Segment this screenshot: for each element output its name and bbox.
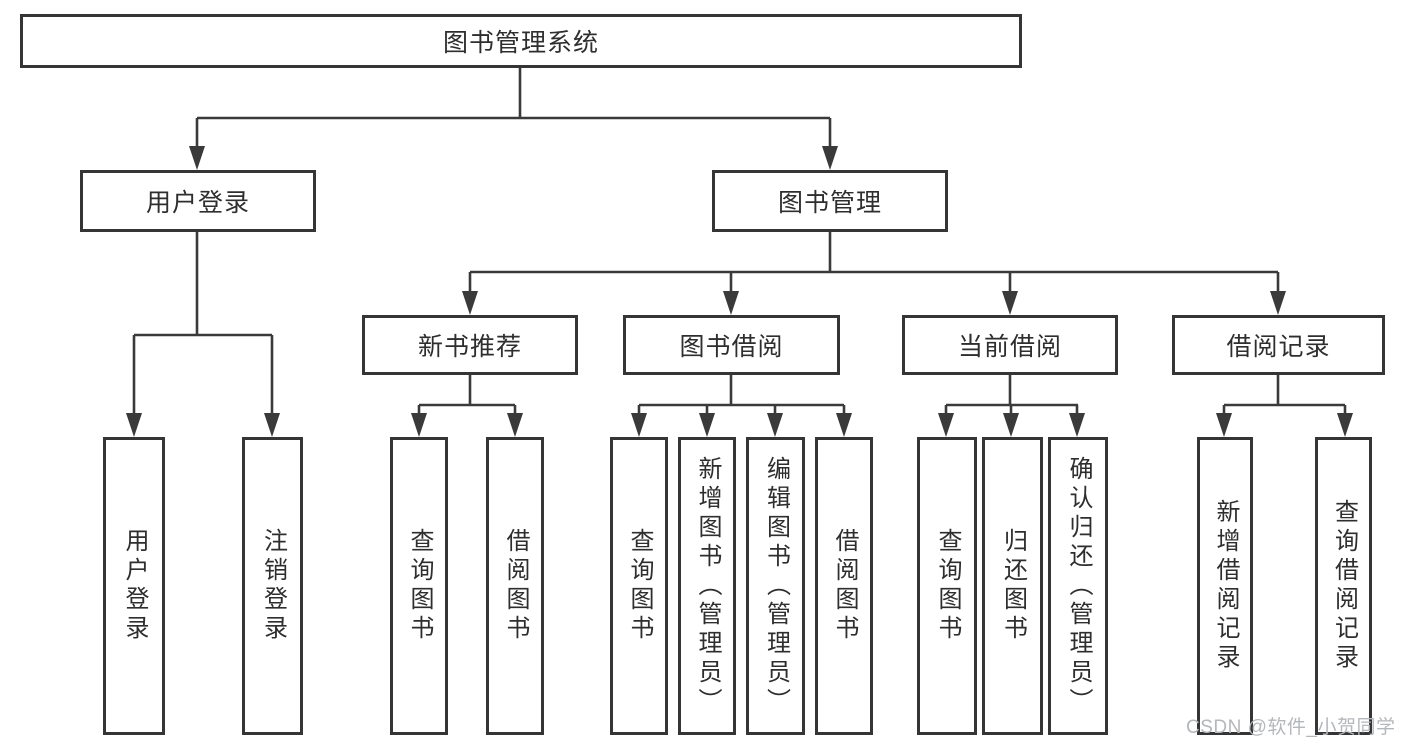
leaf-user-login: 用户登录 bbox=[103, 437, 165, 735]
leaf-borrowing-query-books: 查询图书 bbox=[610, 437, 668, 735]
node-current-borrowing: 当前借阅 bbox=[902, 315, 1118, 375]
leaf-current-query-books: 查询图书 bbox=[917, 437, 977, 735]
node-borrowing-records: 借阅记录 bbox=[1172, 315, 1385, 375]
leaf-borrowing-edit-books-admin: 编辑图书（管理员） bbox=[746, 437, 805, 735]
node-book-borrowing: 图书借阅 bbox=[623, 315, 840, 375]
leaf-current-return-books: 归还图书 bbox=[982, 437, 1043, 735]
leaf-current-confirm-return-admin: 确认归还（管理员） bbox=[1048, 437, 1108, 735]
leaf-borrowing-borrow-books: 借阅图书 bbox=[815, 437, 873, 735]
csdn-watermark: CSDN @软件_小贺同学 bbox=[1186, 717, 1396, 738]
node-root-system: 图书管理系统 bbox=[20, 14, 1022, 68]
node-book-management: 图书管理 bbox=[712, 170, 948, 232]
leaf-borrowing-add-books-admin: 新增图书（管理员） bbox=[678, 437, 736, 735]
leaf-records-add-borrow-record: 新增借阅记录 bbox=[1197, 437, 1253, 735]
leaf-newbooks-borrow-books: 借阅图书 bbox=[486, 437, 544, 735]
leaf-logout: 注销登录 bbox=[242, 437, 303, 735]
leaf-records-query-borrow-record: 查询借阅记录 bbox=[1315, 437, 1372, 735]
leaf-newbooks-query-books: 查询图书 bbox=[390, 437, 448, 735]
arrowheads bbox=[126, 146, 1353, 437]
node-new-book-recommend: 新书推荐 bbox=[362, 315, 578, 375]
node-user-login: 用户登录 bbox=[80, 170, 316, 232]
